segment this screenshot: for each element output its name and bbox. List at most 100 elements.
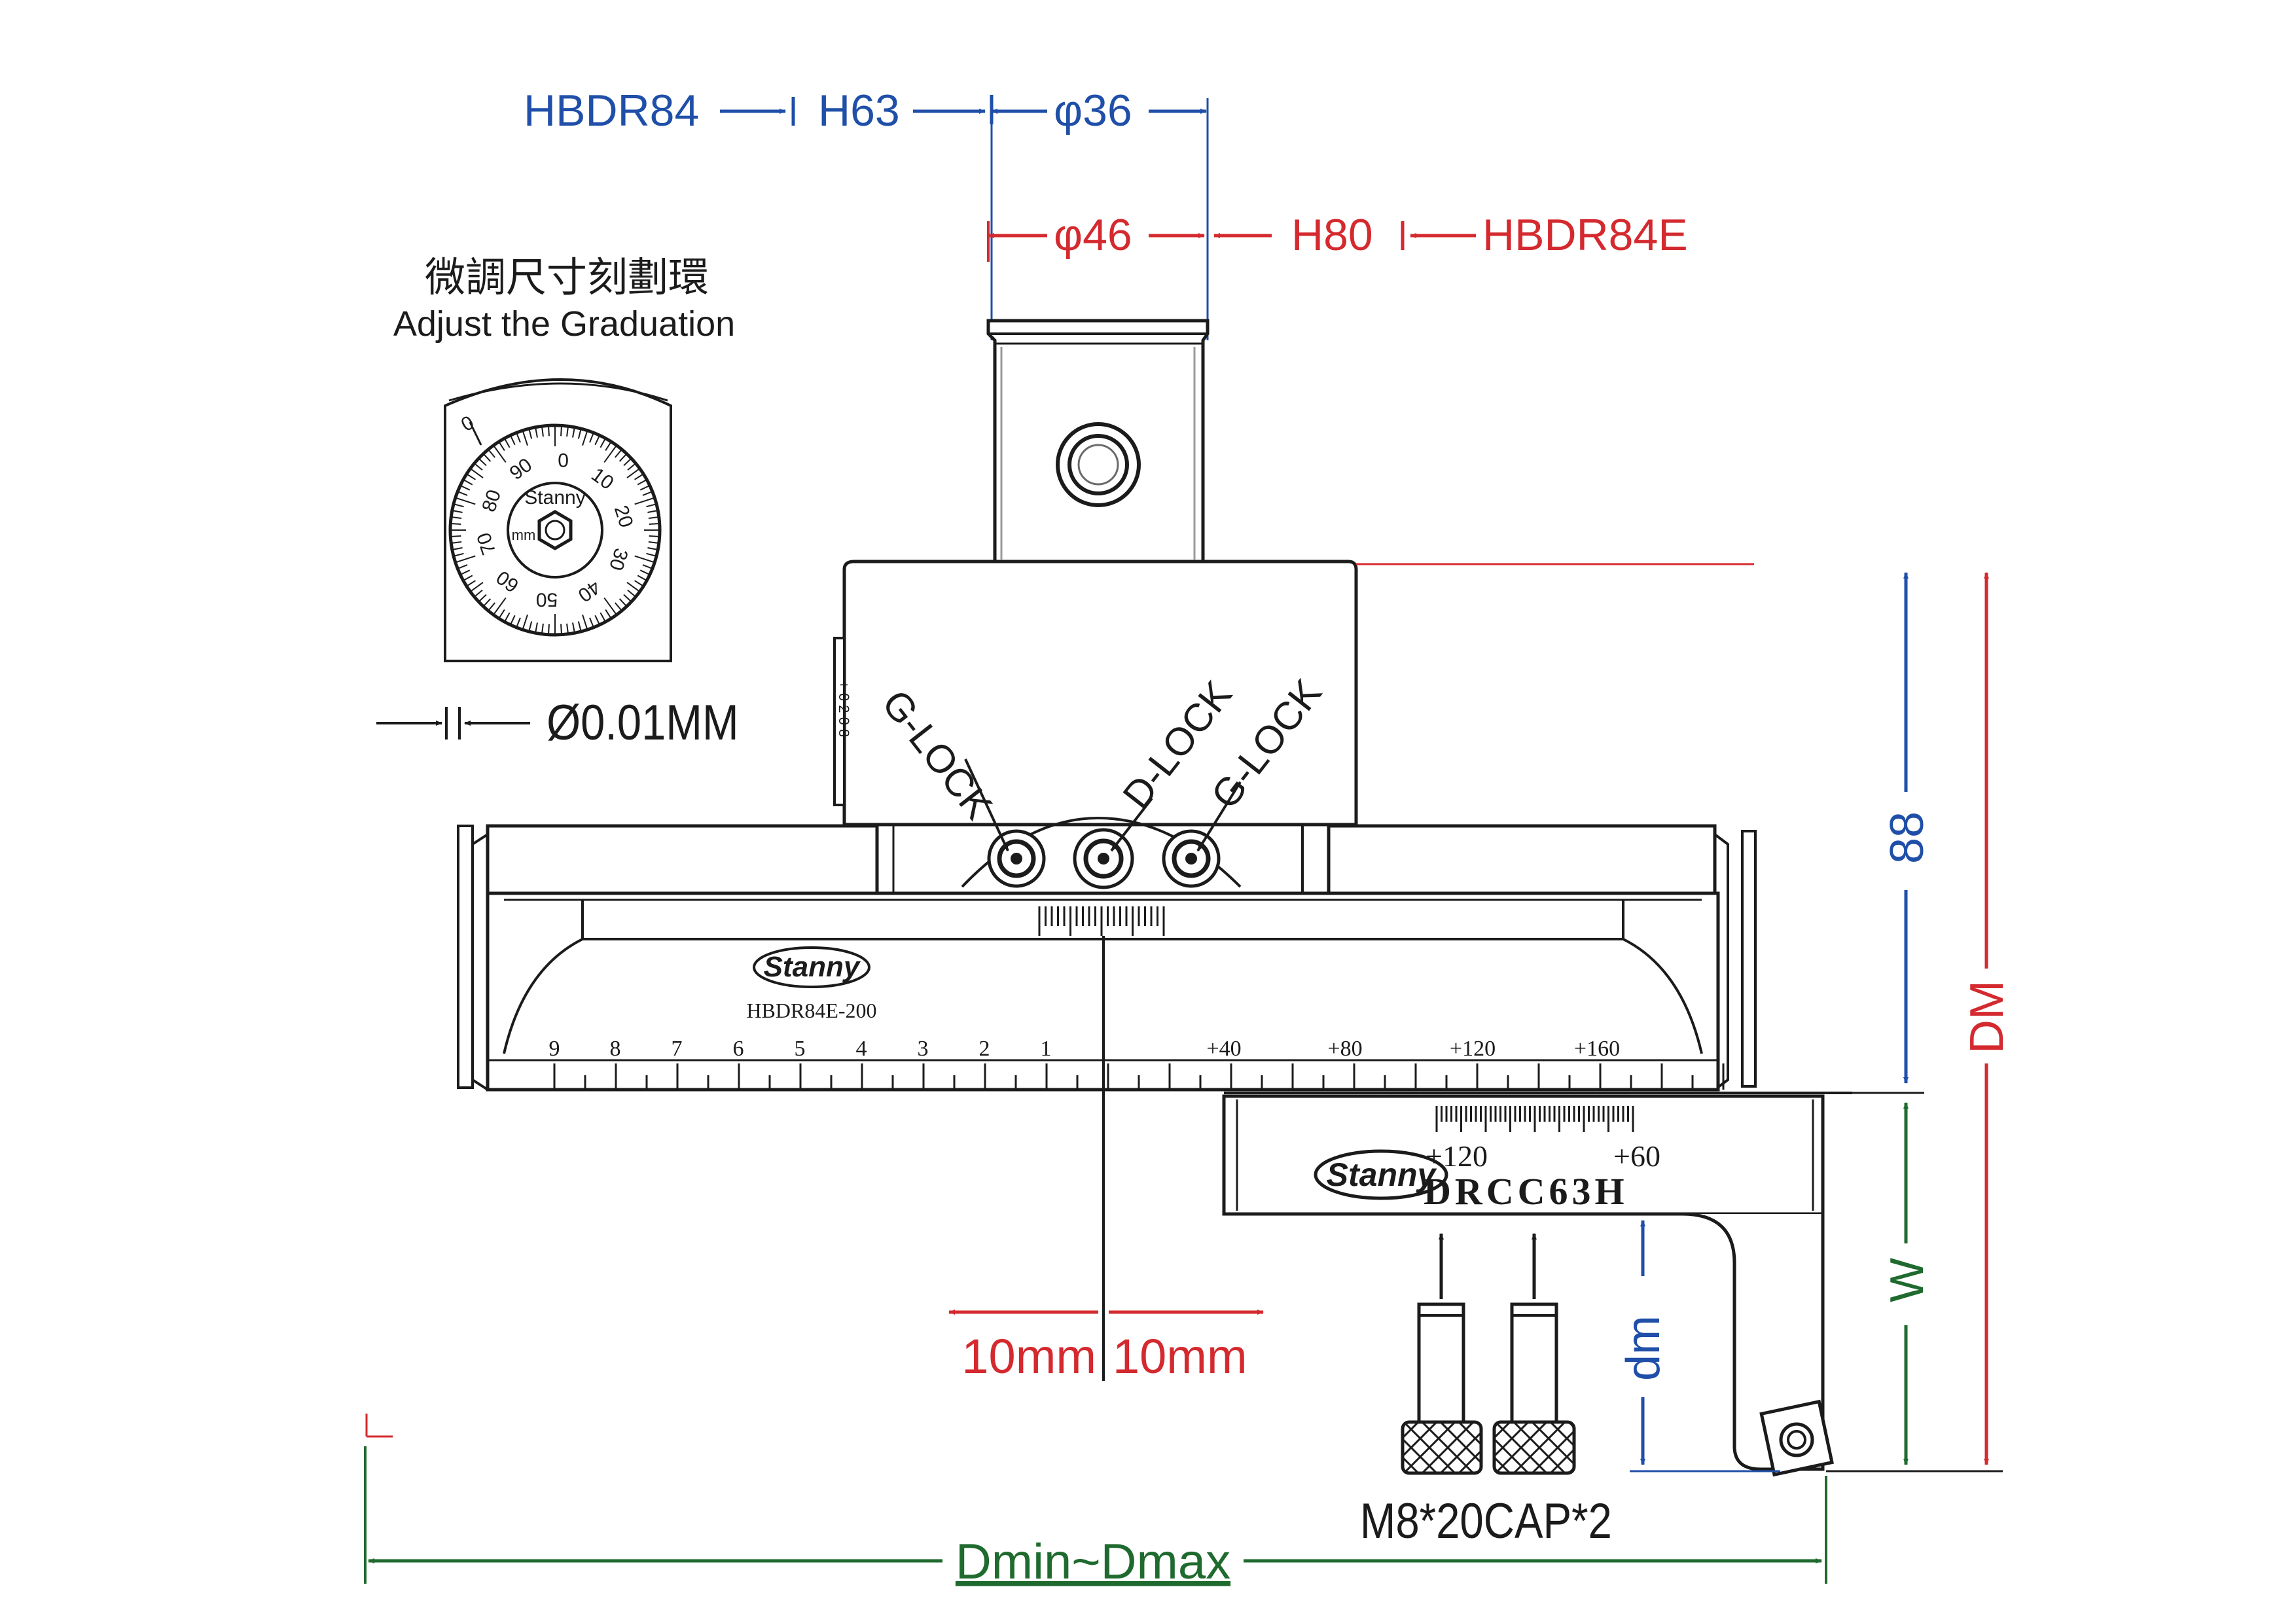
body-scale-labels-right: +40 +80 +120 +160 xyxy=(1206,1037,1620,1061)
dial-tick xyxy=(528,428,533,439)
dial-tick xyxy=(627,590,636,597)
dial-tick xyxy=(605,441,612,451)
scale-label-1: 1 xyxy=(1041,1037,1052,1061)
dial-tick xyxy=(615,449,622,458)
dial-tick xyxy=(474,463,483,471)
dial-brand: Stanny xyxy=(524,487,585,508)
cartridge-scale-label-120: +120 xyxy=(1426,1139,1488,1173)
body-logo: Stanny xyxy=(753,946,870,988)
dial-tick xyxy=(452,510,463,513)
dial-tick xyxy=(634,473,644,480)
dial-tick xyxy=(535,622,538,633)
dial-tick xyxy=(459,484,471,491)
dial-tick xyxy=(577,428,582,439)
precision-dimension: Ø0.01MM xyxy=(376,695,739,751)
dial-tick xyxy=(488,602,495,611)
scale-label-plus80: +80 xyxy=(1327,1037,1362,1061)
dial-tick xyxy=(594,435,601,446)
dim-dm-small: dm xyxy=(1617,1220,1780,1472)
dial-tick xyxy=(582,615,588,630)
body-model: HBDR84E-200 xyxy=(746,999,876,1022)
dial-tick xyxy=(459,569,471,576)
dim-hbdr84e: HBDR84E xyxy=(1482,210,1688,260)
dial-tick xyxy=(509,615,516,626)
scale-label-6: 6 xyxy=(733,1037,744,1061)
dial-tick xyxy=(493,597,507,616)
dial-tick xyxy=(509,435,516,446)
cap-screw-2 xyxy=(1492,1233,1576,1475)
scale-label-plus120: +120 xyxy=(1450,1037,1496,1061)
dial-tick xyxy=(646,503,657,508)
body-vernier-scale xyxy=(1038,906,1165,936)
cartridge-scale xyxy=(1435,1106,1634,1132)
dial-tick xyxy=(463,479,473,486)
dial-tick xyxy=(566,623,569,634)
dial-tick xyxy=(619,453,628,462)
dial-tick xyxy=(626,582,641,592)
dial-tick xyxy=(594,615,601,626)
dial-tick xyxy=(572,427,575,438)
dial-tick xyxy=(541,426,544,437)
dial-tick xyxy=(560,624,563,635)
dial-tick xyxy=(482,453,492,462)
dial-tick xyxy=(582,430,588,446)
dial-tick xyxy=(648,516,659,519)
dial-tick xyxy=(647,510,658,513)
dial-tick xyxy=(457,491,468,496)
scale-label-9: 9 xyxy=(549,1037,560,1061)
dial-tick xyxy=(488,449,495,458)
dial-tick xyxy=(577,621,582,632)
dial-unit: mm xyxy=(512,527,536,543)
dial-tick xyxy=(541,623,544,634)
dial-ticks xyxy=(450,425,660,635)
scale-label-plus40: +40 xyxy=(1206,1037,1241,1061)
dial-tick xyxy=(498,609,505,619)
dial-tick xyxy=(453,552,464,557)
dial-tick xyxy=(469,468,484,478)
travel-dimension: 10mm 10mm xyxy=(948,1310,1264,1383)
dial-tick xyxy=(603,444,617,463)
dial-tick xyxy=(522,430,528,446)
dial-tick xyxy=(603,597,617,616)
svg-text:+ 0 2 0 8: + 0 2 0 8 xyxy=(836,681,852,737)
dial-tick xyxy=(516,432,521,443)
graduation-title-en: Adjust the Graduation xyxy=(393,304,735,344)
scale-label-2: 2 xyxy=(979,1037,990,1061)
body-brand: Stanny xyxy=(764,951,861,983)
cartridge-brand: Stanny xyxy=(1327,1156,1437,1193)
dial-tick xyxy=(634,555,655,563)
dial-tick xyxy=(478,457,487,467)
cap-screws: M8*20CAP*2 xyxy=(1360,1233,1612,1549)
cartridge: Stanny DRCC63H +120 +60 xyxy=(1222,1092,1852,1477)
dial-tick xyxy=(639,569,651,576)
dim-phi46: φ46 xyxy=(1054,210,1132,260)
dial-tick xyxy=(600,612,606,622)
dial-tick xyxy=(648,541,659,544)
graduation-title-zh: 微調尺寸刻劃環 xyxy=(425,255,709,300)
dim-phi36: φ36 xyxy=(1054,86,1132,135)
insert-tip xyxy=(1759,1399,1834,1477)
dial-tick xyxy=(589,617,594,628)
scale-label-3: 3 xyxy=(918,1037,929,1061)
dial-tick xyxy=(646,552,657,557)
dial-tick xyxy=(572,622,575,633)
dial-tick xyxy=(535,427,538,438)
dial-tick xyxy=(466,580,476,587)
dial-tick xyxy=(615,602,622,611)
dial-tick xyxy=(457,564,468,569)
dial-tick xyxy=(451,516,462,519)
dim-dm: DM xyxy=(1826,572,2013,1472)
dim-w: W xyxy=(1881,1102,1933,1465)
dim-h80: H80 xyxy=(1291,210,1373,260)
dial-tick xyxy=(600,438,606,448)
cartridge-model: DRCC63H xyxy=(1424,1170,1628,1213)
dial-tick xyxy=(478,594,487,603)
dial-tick xyxy=(455,555,476,563)
top-dimension-row-2: φ46 H80 HBDR84E xyxy=(987,210,1688,262)
dial-tick xyxy=(504,438,511,448)
dial-tick xyxy=(639,484,651,491)
dim-h63: H63 xyxy=(818,86,900,135)
shank xyxy=(986,319,1210,565)
dial-tick xyxy=(466,473,476,480)
